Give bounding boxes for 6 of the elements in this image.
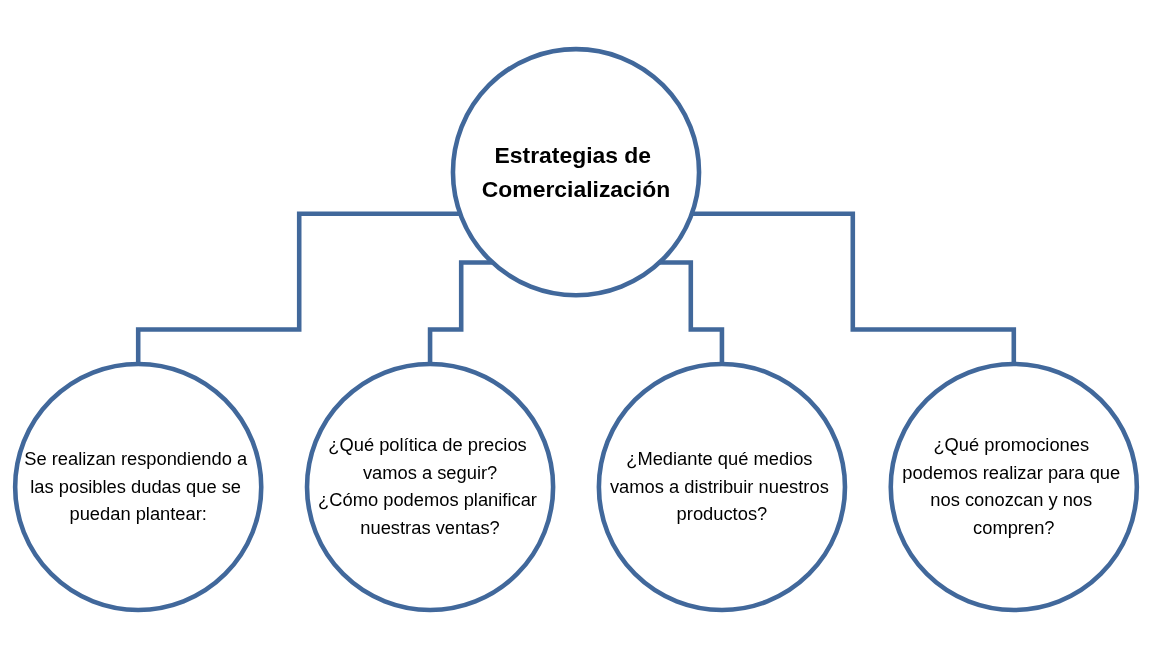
node-circle xyxy=(888,362,1140,613)
node-circle xyxy=(450,47,702,298)
node-circle xyxy=(304,362,556,613)
node-circle xyxy=(596,362,848,613)
concept-map: Estrategias de Comercialización Se realizan respondiendo a las posibles dudas que se puedan plantear: ¿Qué política de precios vamos a seguir? ¿Cómo podemos planificar nuestras ventas? ¿Mediante qué medios vamos a distribuir nuestros productos? ¿Qué promociones podemos realizar para que nos conozcan y nos compren? xyxy=(6,40,1146,620)
node-circle xyxy=(12,362,264,613)
